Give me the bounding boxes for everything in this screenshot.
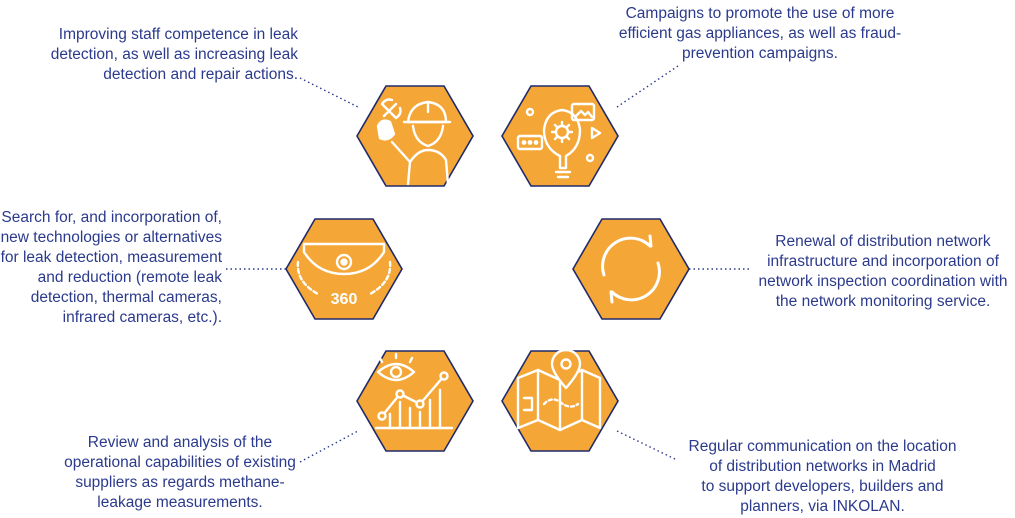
worker-helmet-wrench-icon bbox=[376, 98, 452, 186]
caption-suppliers-review: Review and analysis of the operational c… bbox=[64, 434, 296, 511]
lightbulb-gear-media-icon bbox=[516, 102, 602, 179]
connector-communication bbox=[616, 430, 678, 461]
hex-renewal bbox=[572, 218, 690, 320]
map-pin-icon bbox=[516, 348, 602, 432]
camera-360-icon bbox=[296, 242, 392, 296]
connector-suppliers bbox=[299, 430, 359, 463]
refresh-arrows-icon bbox=[601, 234, 661, 304]
caption-campaigns: Campaigns to promote the use of more eff… bbox=[618, 5, 902, 62]
caption-new-technologies: Search for, and incorporation of, new te… bbox=[0, 209, 222, 326]
camera-360-label: 360 bbox=[331, 291, 358, 308]
caption-staff-competence: Improving staff competence in leak detec… bbox=[50, 26, 298, 83]
caption-communication: Regular communication on the location of… bbox=[688, 438, 957, 515]
connector-campaigns bbox=[616, 65, 679, 108]
connectors bbox=[226, 65, 750, 463]
caption-renewal: Renewal of distribution network infrastr… bbox=[758, 233, 1008, 310]
eye-chart-icon bbox=[374, 352, 454, 430]
connector-staff bbox=[299, 77, 359, 108]
